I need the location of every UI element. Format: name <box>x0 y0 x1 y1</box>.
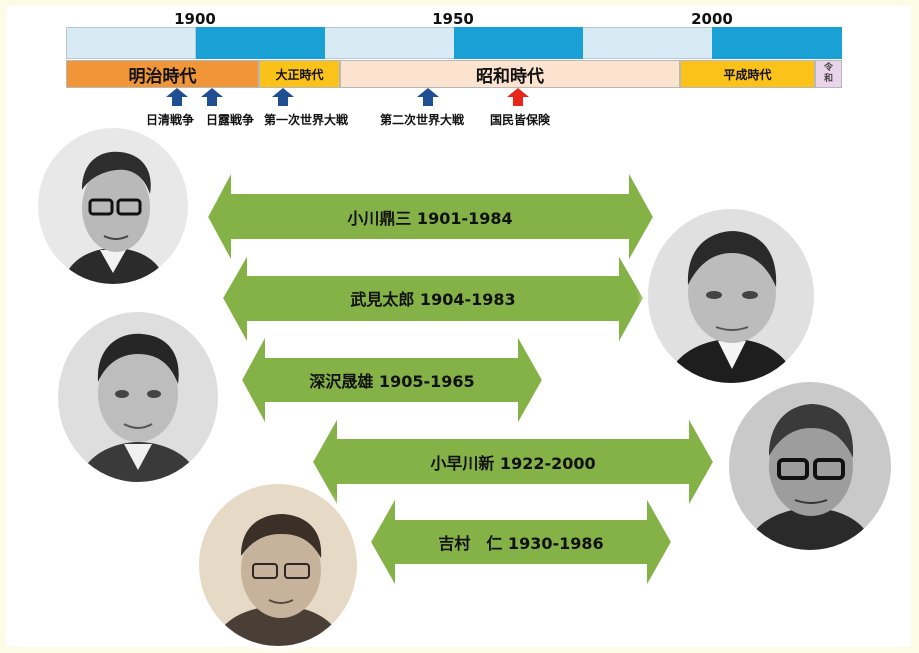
portrait-takemi <box>648 209 814 383</box>
era-reiwa: 令和 <box>815 60 842 88</box>
bar-segment <box>712 27 842 59</box>
lifespan-arrow <box>310 412 716 512</box>
era-taisho: 大正時代 <box>259 60 340 88</box>
person-label-kobayakawa: 小早川新 1922-2000 <box>430 454 596 473</box>
lifespan-arrow <box>239 330 545 430</box>
bar-segment <box>196 27 325 59</box>
portrait-fukasawa <box>58 312 218 482</box>
bar-segment <box>325 27 454 59</box>
portrait-ogawa <box>38 128 188 284</box>
event-arrow-icon <box>166 88 188 106</box>
person-label-fukasawa: 深沢晟雄 1905-1965 <box>309 372 475 391</box>
lifespan-arrow <box>205 169 656 267</box>
era-heisei: 平成時代 <box>680 60 815 88</box>
event-label: 第一次世界大戦 <box>263 113 349 127</box>
bar-segment <box>583 27 712 59</box>
event-arrow-icon <box>201 88 223 106</box>
portrait-yoshimura <box>199 484 357 646</box>
event-label: 日清戦争 <box>145 113 195 127</box>
year-label-2000: 2000 <box>691 10 733 28</box>
event-label: 第二次世界大戦 <box>379 113 465 127</box>
person-label-yoshimura: 吉村 仁 1930-1986 <box>438 534 604 553</box>
event-arrow-icon <box>272 88 294 106</box>
bar-segment <box>454 27 583 59</box>
portrait-kobayakawa <box>729 382 891 550</box>
lifespan-arrow <box>220 249 646 346</box>
year-label-1950: 1950 <box>432 10 474 28</box>
person-label-takemi: 武見太郎 1904-1983 <box>350 290 516 309</box>
event-label: 日露戦争 <box>205 113 255 127</box>
year-label-1900: 1900 <box>174 10 216 28</box>
lifespan-arrow <box>368 492 674 592</box>
event-label: 国民皆保険 <box>489 113 551 127</box>
era-showa: 昭和時代 <box>340 60 680 88</box>
event-arrow-icon <box>417 88 439 106</box>
person-label-ogawa: 小川鼎三 1901-1984 <box>347 209 513 228</box>
era-meiji: 明治時代 <box>66 60 259 88</box>
bar-segment <box>66 27 196 59</box>
event-arrow-icon <box>507 88 529 106</box>
